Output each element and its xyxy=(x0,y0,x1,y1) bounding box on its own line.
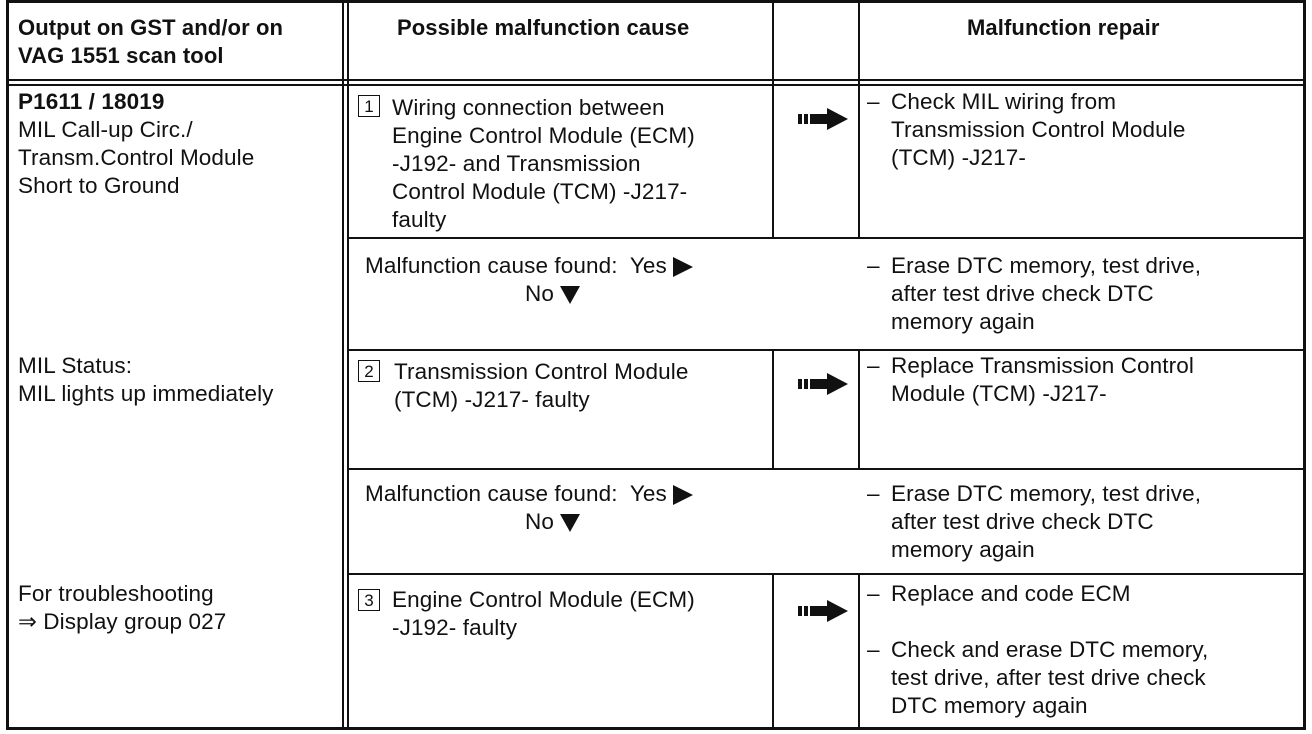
step-number: 2 xyxy=(358,360,380,382)
found-label: Malfunction cause found: Yes xyxy=(365,480,693,508)
column-separator xyxy=(858,574,860,730)
row-separator xyxy=(347,237,1306,239)
found-yes-label: Malfunction cause found: Yes xyxy=(365,481,667,506)
fault-description: MIL Call-up Circ./ Transm.Control Module… xyxy=(18,117,255,198)
step-number: 1 xyxy=(358,95,380,117)
triangle-right-icon xyxy=(672,257,693,278)
column-separator xyxy=(342,0,344,730)
fault-code: P1611 / 18019 xyxy=(18,89,165,114)
found-no: No xyxy=(525,280,580,308)
header-repair: Malfunction repair xyxy=(967,15,1160,40)
diagnostic-table: Output on GST and/or on VAG 1551 scan to… xyxy=(6,0,1306,730)
column-separator xyxy=(858,350,860,469)
repair-text: Check and erase DTC memory, test drive, … xyxy=(891,637,1209,718)
repair-dash: – xyxy=(867,253,880,278)
table-border-left xyxy=(6,0,9,730)
column-separator xyxy=(772,574,774,730)
repair-text: Replace and code ECM xyxy=(891,581,1131,606)
table-border-top xyxy=(6,0,1306,3)
found-no: No xyxy=(525,508,580,536)
repair-dash: – xyxy=(867,481,880,506)
repair-dash: – xyxy=(867,89,880,114)
row-separator xyxy=(347,573,1306,575)
repair-text: Replace Transmission Control Module (TCM… xyxy=(891,353,1194,406)
repair-text: Erase DTC memory, test drive, after test… xyxy=(891,253,1202,334)
column-separator xyxy=(347,0,349,730)
repair-dash: – xyxy=(867,581,880,606)
row-separator xyxy=(347,468,1306,470)
right-arrow-icon xyxy=(798,108,848,130)
header-output: Output on GST and/or on VAG 1551 scan to… xyxy=(18,15,284,68)
triangle-down-icon xyxy=(559,514,580,533)
right-arrow-icon xyxy=(798,373,848,395)
cause-text: Transmission Control Module (TCM) -J217-… xyxy=(394,359,689,412)
header-separator xyxy=(6,79,1306,81)
column-separator xyxy=(772,350,774,469)
triangle-right-icon xyxy=(672,485,693,506)
found-yes-label: Malfunction cause found: Yes xyxy=(365,253,667,278)
found-no-label: No xyxy=(525,281,554,306)
triangle-down-icon xyxy=(559,286,580,305)
found-no-label: No xyxy=(525,509,554,534)
troubleshooting-note: For troubleshooting ⇒ Display group 027 xyxy=(18,581,227,634)
table-border-right xyxy=(1303,0,1306,730)
mil-status: MIL Status: MIL lights up immediately xyxy=(18,353,274,406)
repair-text: Check MIL wiring from Transmission Contr… xyxy=(891,89,1186,170)
repair-dash: – xyxy=(867,637,880,662)
header-cause: Possible malfunction cause xyxy=(397,15,690,40)
cause-text: Engine Control Module (ECM) -J192- fault… xyxy=(392,587,695,640)
step-number: 3 xyxy=(358,589,380,611)
right-arrow-icon xyxy=(798,600,848,622)
repair-text: Erase DTC memory, test drive, after test… xyxy=(891,481,1202,562)
found-label: Malfunction cause found: Yes xyxy=(365,252,693,280)
table-border-bottom xyxy=(6,727,1306,730)
column-separator xyxy=(772,0,774,238)
header-separator xyxy=(6,84,1306,86)
cause-text: Wiring connection between Engine Control… xyxy=(392,95,695,232)
column-separator xyxy=(858,0,860,238)
repair-dash: – xyxy=(867,353,880,378)
row-separator xyxy=(347,349,1306,351)
